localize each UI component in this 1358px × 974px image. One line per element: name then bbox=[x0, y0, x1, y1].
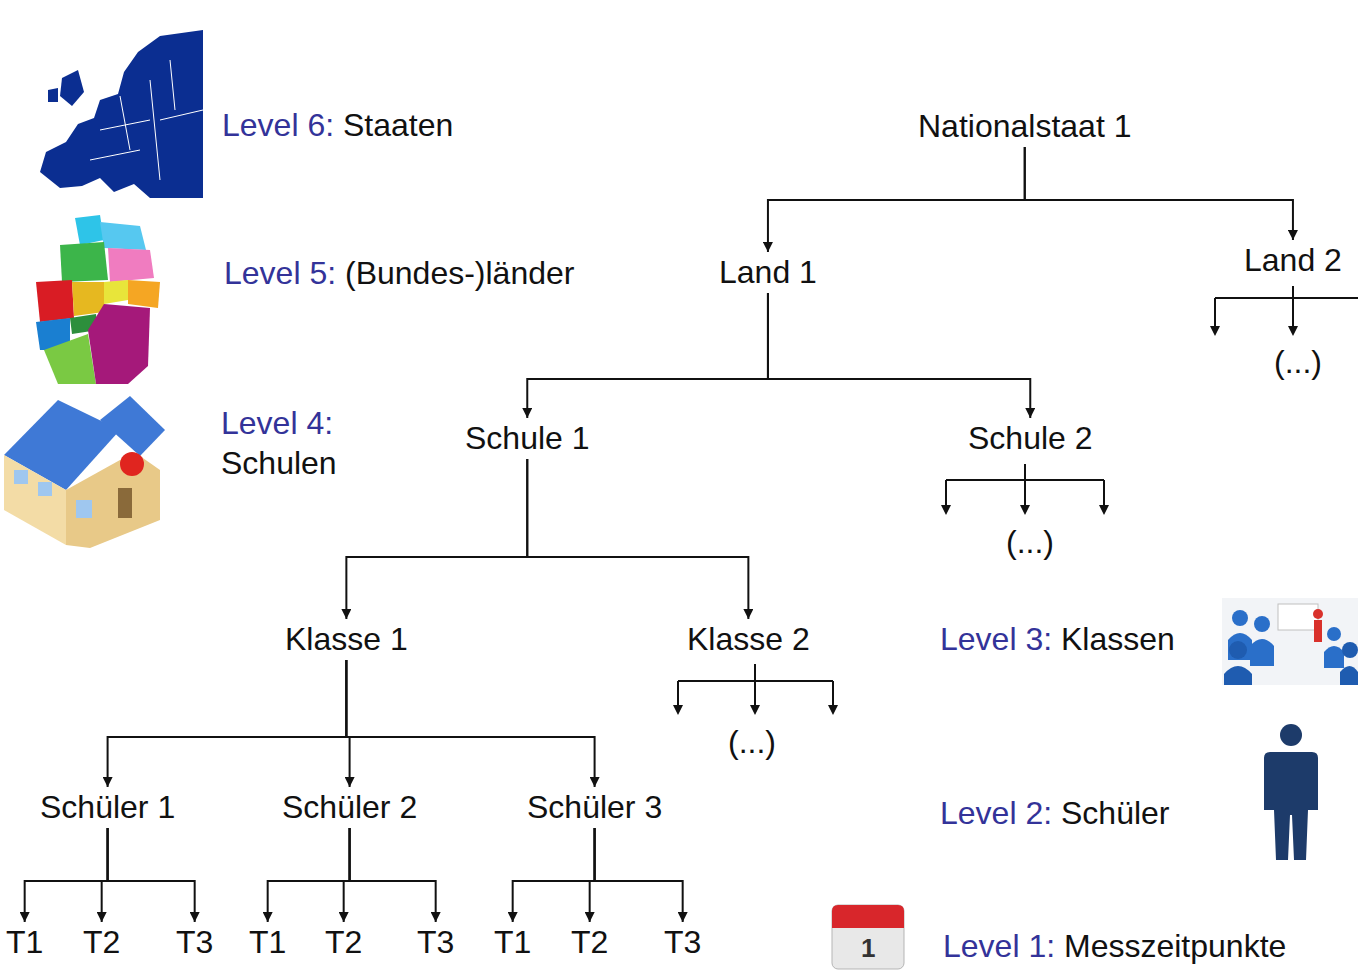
tree-node: T3 bbox=[664, 924, 701, 961]
tree-node: T1 bbox=[6, 924, 43, 961]
node-label: Schule 1 bbox=[465, 420, 590, 457]
node-label: T2 bbox=[325, 924, 362, 961]
node-label: Land 2 bbox=[1244, 242, 1342, 279]
tree-node: T1 bbox=[494, 924, 531, 961]
tree-node: Schule 1 bbox=[465, 420, 590, 457]
node-label: Schüler 2 bbox=[282, 789, 417, 826]
tree-arrow bbox=[595, 828, 683, 922]
tree-node: T1 bbox=[249, 924, 286, 961]
tree-arrow bbox=[108, 828, 195, 922]
tree-arrow bbox=[108, 660, 347, 787]
tree-arrow bbox=[350, 828, 436, 922]
node-label: Land 1 bbox=[719, 254, 817, 291]
tree-node: T2 bbox=[325, 924, 362, 961]
tree-arrow bbox=[513, 828, 595, 922]
level-label: Level 2: bbox=[940, 795, 1052, 832]
node-label: Schule 2 bbox=[968, 420, 1093, 457]
classroom-picture bbox=[1222, 598, 1358, 685]
level-label: Staaten bbox=[343, 107, 453, 144]
node-label: T1 bbox=[494, 924, 531, 961]
node-label: Klasse 1 bbox=[285, 621, 408, 658]
level-label: Messzeitpunkte bbox=[1064, 928, 1286, 965]
tree-arrow bbox=[768, 147, 1025, 252]
tree-node: Schüler 3 bbox=[527, 789, 662, 826]
stub-arrows bbox=[678, 286, 1358, 707]
tree-arrow bbox=[346, 459, 527, 619]
level-label: Level 3: bbox=[940, 621, 1052, 658]
tree-arrow bbox=[527, 293, 768, 418]
node-label: Klasse 2 bbox=[687, 621, 810, 658]
calendar-icon bbox=[832, 905, 904, 969]
tree-node: Nationalstaat 1 bbox=[918, 108, 1131, 145]
ellipsis-label: (Bundes-)länder bbox=[345, 255, 574, 292]
level-label: Level 1: bbox=[943, 928, 1055, 965]
node-label: T3 bbox=[417, 924, 454, 961]
tree-node: Land 2 bbox=[1244, 242, 1342, 279]
tree-node: Land 1 bbox=[719, 254, 817, 291]
tree-node: Klasse 1 bbox=[285, 621, 408, 658]
level-label: Schüler bbox=[1061, 795, 1170, 832]
node-label: Schüler 3 bbox=[527, 789, 662, 826]
tree-node: T2 bbox=[83, 924, 120, 961]
tree-arrow bbox=[25, 828, 108, 922]
europe-map bbox=[40, 30, 203, 198]
level-label: Klassen bbox=[1061, 621, 1175, 658]
tree-node: T3 bbox=[417, 924, 454, 961]
tree-node: Schule 2 bbox=[968, 420, 1093, 457]
tree-arrow bbox=[768, 293, 1030, 418]
level-label: Level 4: bbox=[221, 405, 333, 442]
node-label: T3 bbox=[176, 924, 213, 961]
ellipsis-label: (...) bbox=[728, 724, 776, 761]
tree-node: T3 bbox=[176, 924, 213, 961]
tree-node: T2 bbox=[571, 924, 608, 961]
level-label: 1 bbox=[861, 933, 875, 963]
ellipsis-label: (...) bbox=[1274, 344, 1322, 381]
tree-arrow bbox=[527, 459, 748, 619]
node-label: T3 bbox=[664, 924, 701, 961]
tree-arrow bbox=[346, 660, 594, 787]
person-figure bbox=[1264, 724, 1318, 860]
school-building bbox=[4, 396, 165, 548]
node-label: T1 bbox=[249, 924, 286, 961]
node-label: T2 bbox=[83, 924, 120, 961]
level-label: Level 6: bbox=[222, 107, 334, 144]
germany-map bbox=[36, 215, 160, 384]
tree-arrow bbox=[1025, 147, 1293, 240]
node-label: Nationalstaat 1 bbox=[918, 108, 1131, 145]
ellipsis-label: (...) bbox=[1006, 524, 1054, 561]
node-label: Schüler 1 bbox=[40, 789, 175, 826]
tree-node: Schüler 1 bbox=[40, 789, 175, 826]
node-label: T1 bbox=[6, 924, 43, 961]
stub-arrowheads bbox=[673, 326, 1298, 715]
node-label: T2 bbox=[571, 924, 608, 961]
tree-node: Klasse 2 bbox=[687, 621, 810, 658]
level-label: Level 5: bbox=[224, 255, 336, 292]
tree-arrow bbox=[268, 828, 350, 922]
tree-node: Schüler 2 bbox=[282, 789, 417, 826]
level-label: Schulen bbox=[221, 445, 337, 482]
